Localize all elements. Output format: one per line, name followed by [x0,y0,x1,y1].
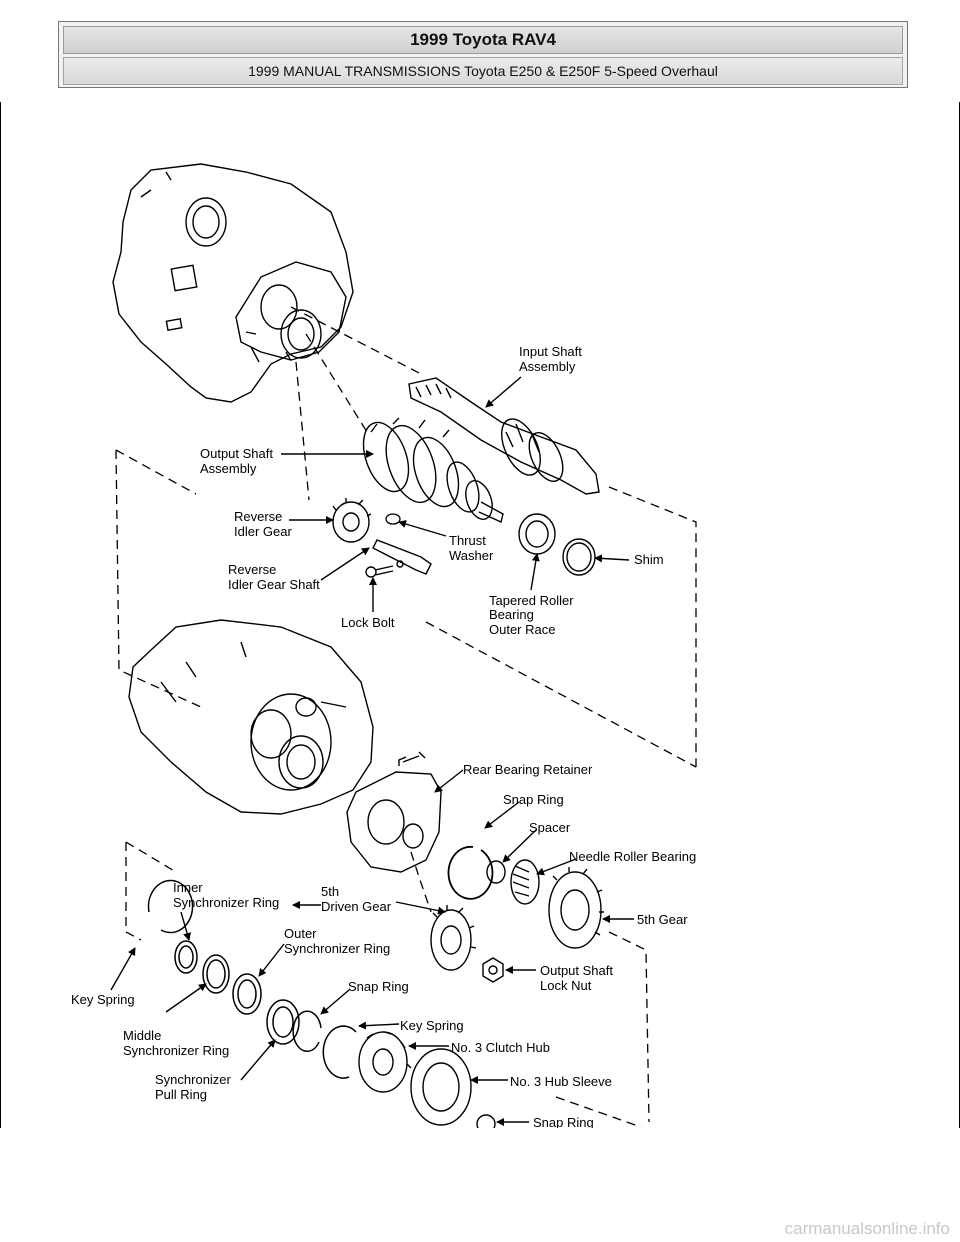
label-middle-synchronizer-ring: Middle [123,1028,161,1043]
label-snap-ring-2: Snap Ring [348,979,409,994]
label-5th-driven-gear: 5th [321,884,339,899]
alignment-lines-lower [125,841,650,1128]
label-reverse-idler-gear-2: Idler Gear [234,524,292,539]
rear-bearing-retainer [346,751,442,873]
output-shaft-lock-nut [482,957,504,983]
label-input-shaft-assembly-2: Assembly [519,359,576,374]
label-middle-synchronizer-ring-2: Synchronizer Ring [123,1043,229,1058]
snap-ring-retainer [447,845,494,900]
label-output-shaft-lock-nut-2: Lock Nut [540,978,592,993]
shim [562,538,596,576]
needle-roller-bearing [510,859,540,905]
outer-synchronizer-ring [232,973,262,1015]
label-5th-gear: 5th Gear [637,912,688,927]
label-shim: Shim [634,552,664,567]
label-5th-driven-gear-2: Driven Gear [321,899,392,914]
reverse-idler-gear [332,498,372,543]
transmission-case-lower [128,619,374,815]
snap-ring-bottom [476,1114,496,1128]
label-no3-clutch-hub: No. 3 Clutch Hub [451,1040,550,1055]
label-needle-roller-bearing: Needle Roller Bearing [569,849,696,864]
label-outer-synchronizer-ring: Outer [284,926,317,941]
fifth-gear [548,867,604,949]
page-subtitle: 1999 MANUAL TRANSMISSIONS Toyota E250 & … [63,57,903,85]
label-output-shaft-assembly: Output Shaft [200,446,273,461]
label-key-spring-left: Key Spring [71,992,135,1007]
label-rear-bearing-retainer: Rear Bearing Retainer [463,762,593,777]
label-key-spring-right: Key Spring [400,1018,464,1033]
thrust-washer [385,513,401,525]
label-no3-hub-sleeve: No. 3 Hub Sleeve [510,1074,612,1089]
lock-bolt [365,560,404,578]
diagram-frame: Input Shaft Assembly Output Shaft Assemb… [0,102,960,1128]
label-reverse-idler-gear-shaft: Reverse [228,562,276,577]
input-shaft-assembly [408,377,600,495]
label-snap-ring-3: Snap Ring [533,1115,594,1128]
label-reverse-idler-gear: Reverse [234,509,282,524]
label-outer-synchronizer-ring-2: Synchronizer Ring [284,941,390,956]
inner-synchronizer-ring [174,940,198,974]
header-box: 1999 Toyota RAV4 1999 MANUAL TRANSMISSIO… [58,21,908,88]
output-shaft-assembly [362,417,504,523]
synchronizer-assembly [147,879,357,1079]
fifth-driven-gear [430,905,477,971]
label-thrust-washer-2: Washer [449,548,494,563]
no3-hub-sleeve [410,1048,472,1126]
label-reverse-idler-gear-shaft-2: Idler Gear Shaft [228,577,320,592]
transmission-case-upper [112,163,354,403]
label-lock-bolt: Lock Bolt [341,615,395,630]
no3-clutch-hub [358,1031,412,1093]
label-tapered-bearing: Bearing [489,607,534,622]
transmission-exploded-diagram: Input Shaft Assembly Output Shaft Assemb… [71,163,697,1128]
label-synchronizer-pull-ring-2: Pull Ring [155,1087,207,1102]
callout-labels: Input Shaft Assembly Output Shaft Assemb… [71,344,696,1128]
leader-lines [110,376,634,1126]
tapered-roller-bearing-race [518,513,556,555]
label-output-shaft-assembly-2: Assembly [200,461,257,476]
label-spacer: Spacer [529,820,571,835]
label-tapered-outer-race: Outer Race [489,622,555,637]
label-output-shaft-lock-nut: Output Shaft [540,963,613,978]
label-input-shaft-assembly: Input Shaft [519,344,582,359]
label-inner-synchronizer-ring: Inner [173,880,203,895]
synchronizer-pull-ring [266,999,300,1045]
label-synchronizer-pull-ring: Synchronizer [155,1072,232,1087]
watermark: carmanualsonline.info [784,1219,950,1238]
label-thrust-washer: Thrust [449,533,486,548]
spacer [486,860,506,884]
reverse-idler-gear-shaft [372,539,432,575]
alignment-lines-upper [115,306,697,768]
label-tapered-roller: Tapered Roller [489,593,574,608]
key-spring-left-part [147,879,194,934]
label-inner-synchronizer-ring-2: Synchronizer Ring [173,895,279,910]
snap-ring-sync [292,1010,322,1052]
key-spring-right-part [322,1025,357,1079]
middle-synchronizer-ring [202,954,230,994]
page-title: 1999 Toyota RAV4 [63,26,903,54]
label-snap-ring-1: Snap Ring [503,792,564,807]
